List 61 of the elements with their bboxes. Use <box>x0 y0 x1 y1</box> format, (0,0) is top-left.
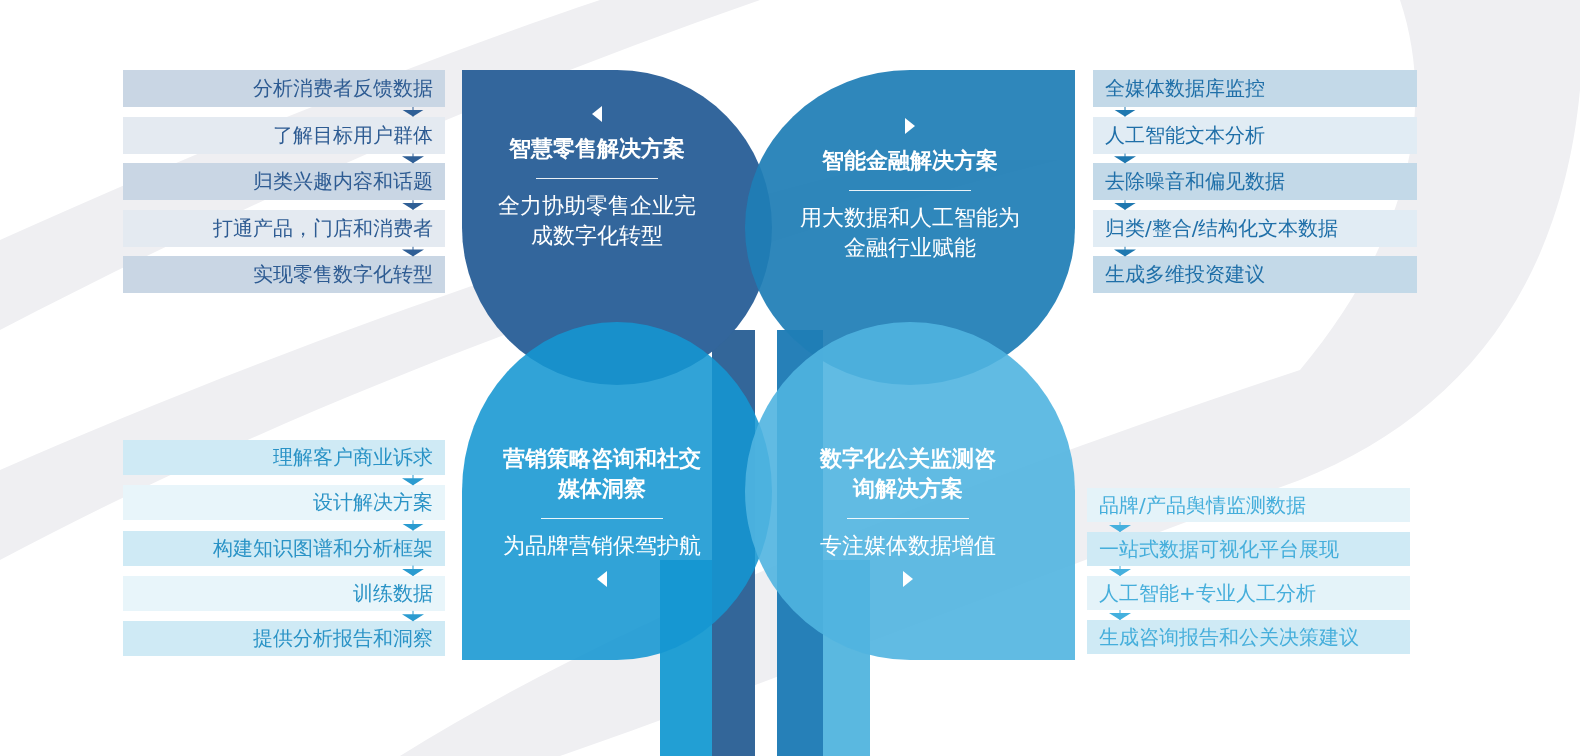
step-bar <box>1093 209 1417 247</box>
petal-description: 全力协助零售企业完成数字化转型 <box>497 192 697 250</box>
step-label: 实现零售数字化转型 <box>253 261 433 289</box>
step-bar <box>123 485 445 521</box>
step-label: 提供分析报告和洞察 <box>253 625 433 653</box>
step-arrow <box>1114 106 1136 118</box>
step-bar <box>123 163 445 201</box>
step-label: 去除噪音和偏见数据 <box>1105 168 1285 196</box>
petal-heading: 智能金融解决方案 <box>822 147 998 175</box>
step-arrow <box>1109 565 1131 577</box>
step-bar <box>1093 70 1417 107</box>
step-arrow <box>402 246 424 257</box>
step-label: 一站式数据可视化平台展现 <box>1099 535 1339 563</box>
step-label: 生成多维投资建议 <box>1105 261 1265 289</box>
step-label: 训练数据 <box>353 579 433 607</box>
step-bar <box>1087 576 1410 610</box>
step-label: 归类/整合/结构化文本数据 <box>1105 214 1339 242</box>
step-arrow <box>1114 199 1136 211</box>
step-label: 了解目标用户群体 <box>273 121 433 149</box>
step-label: 品牌/产品舆情监测数据 <box>1099 491 1306 519</box>
step-bar <box>123 621 445 657</box>
petal-heading: 营销策略咨询和社交媒体洞察 <box>502 445 702 503</box>
petal-description: 为品牌营销保驾护航 <box>503 532 701 560</box>
step-label: 人工智能+专业人工分析 <box>1099 579 1316 607</box>
step-arrow <box>1114 246 1136 257</box>
step-label: 生成咨询报告和公关决策建议 <box>1099 623 1359 651</box>
step-bar <box>123 70 445 107</box>
step-arrow <box>402 199 424 211</box>
step-bar <box>1093 163 1417 201</box>
step-bar <box>1093 256 1417 294</box>
step-label: 全媒体数据库监控 <box>1105 75 1265 102</box>
step-bar <box>1087 620 1410 654</box>
step-bar <box>123 116 445 154</box>
step-bar <box>1087 532 1410 566</box>
step-bar <box>1087 488 1410 522</box>
step-arrow <box>402 153 424 164</box>
step-label: 人工智能文本分析 <box>1105 121 1265 149</box>
step-bar <box>123 440 445 475</box>
step-bar <box>123 209 445 247</box>
step-label: 归类兴趣内容和话题 <box>253 168 433 196</box>
step-arrow <box>1109 521 1131 533</box>
step-arrow <box>402 610 424 622</box>
step-label: 打通产品，门店和消费者 <box>213 214 433 242</box>
step-arrow <box>402 519 424 532</box>
step-bar <box>1093 116 1417 154</box>
step-label: 设计解决方案 <box>313 489 433 517</box>
step-label: 分析消费者反馈数据 <box>253 75 433 102</box>
step-arrow <box>402 565 424 577</box>
petal-description: 用大数据和人工智能为金融行业赋能 <box>799 204 1021 262</box>
step-label: 构建知识图谱和分析框架 <box>213 534 433 562</box>
petal-heading: 数字化公关监测咨询解决方案 <box>818 445 997 503</box>
step-arrow <box>402 106 424 118</box>
step-arrow <box>1109 609 1131 621</box>
step-bar <box>123 530 445 566</box>
step-bar <box>123 256 445 294</box>
petal-heading: 智慧零售解决方案 <box>509 135 685 163</box>
step-arrow <box>402 474 424 486</box>
step-label: 理解客户商业诉求 <box>273 444 433 471</box>
step-arrow <box>1114 153 1136 164</box>
step-bar <box>123 575 445 611</box>
petal-description: 专注媒体数据增值 <box>820 532 996 560</box>
